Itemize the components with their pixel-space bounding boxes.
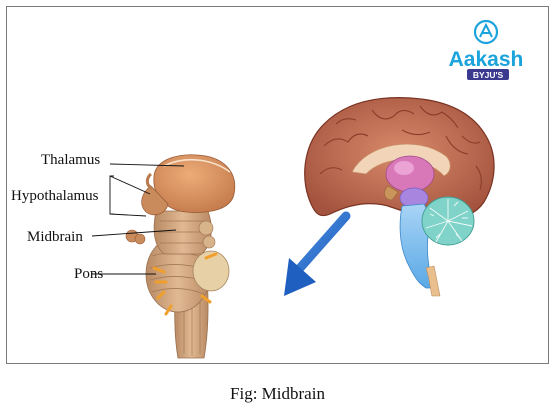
figure-caption: Fig: Midbrain xyxy=(230,384,325,403)
aakash-logo: Aakash BYJU'S xyxy=(449,19,524,80)
label-pons: Pons xyxy=(74,266,103,282)
label-hypothalamus: Hypothalamus xyxy=(11,188,99,204)
figure-illustration: Aakash BYJU'S xyxy=(11,19,524,359)
label-thalamus: Thalamus xyxy=(41,152,100,168)
sagittal-brain-illustration xyxy=(304,97,495,297)
label-midbrain: Midbrain xyxy=(27,229,83,245)
label-leaders xyxy=(91,163,185,275)
logo-emblem-icon xyxy=(473,19,499,45)
logo-sub: BYJU'S xyxy=(473,70,504,80)
pointer-arrow xyxy=(284,211,351,296)
logo-name: Aakash xyxy=(449,48,524,71)
logo-sub-badge xyxy=(467,69,509,80)
brainstem-illustration xyxy=(125,154,236,359)
